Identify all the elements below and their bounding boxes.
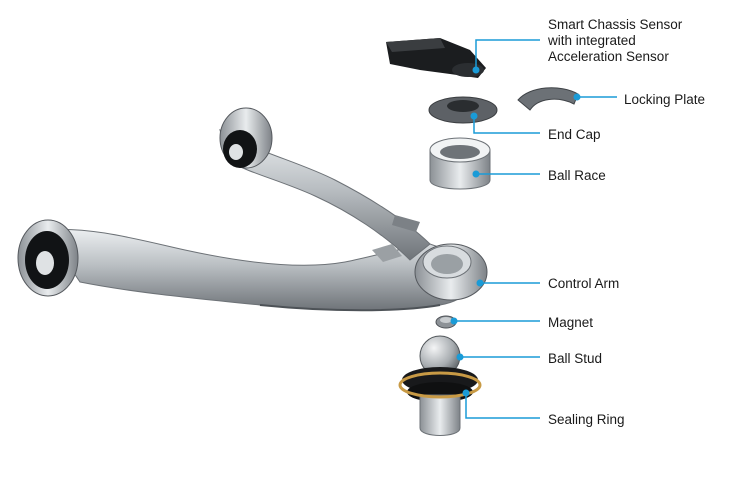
dot-ball-race: [472, 170, 480, 178]
control-arm: [17, 107, 488, 312]
leader-lines: [454, 39, 617, 419]
smart-chassis-sensor: [386, 38, 486, 78]
dot-control-arm: [476, 279, 484, 287]
dot-sealing-ring: [462, 389, 470, 397]
label-smart-chassis-sensor-line-1: Smart Chassis Sensor: [548, 17, 683, 32]
label-magnet: Magnet: [548, 315, 594, 330]
label-smart-chassis-sensor-line-3: Acceleration Sensor: [548, 49, 669, 64]
label-ball-stud: Ball Stud: [548, 351, 603, 366]
label-locking-plate: Locking Plate: [624, 92, 706, 107]
leader-smart-chassis-sensor: [475, 39, 540, 70]
leader-sealing-ring: [465, 393, 540, 419]
end-cap: [428, 96, 498, 124]
dot-ball-stud: [456, 353, 464, 361]
label-end-cap: End Cap: [548, 127, 601, 142]
dot-smart-chassis-sensor: [472, 66, 480, 74]
label-sealing-ring: Sealing Ring: [548, 412, 625, 427]
ball-stud: [402, 335, 478, 436]
ball-race: [429, 137, 491, 190]
leader-dots: [450, 66, 581, 397]
locking-plate: [517, 87, 579, 111]
leader-end-cap: [473, 116, 540, 134]
dot-end-cap: [470, 112, 478, 120]
dot-magnet: [450, 317, 458, 325]
sealing-ring: [398, 371, 482, 399]
label-ball-race: Ball Race: [548, 168, 606, 183]
label-control-arm: Control Arm: [548, 276, 620, 291]
label-smart-chassis-sensor: Smart Chassis Sensor with integrated Acc…: [548, 17, 682, 65]
magnet: [435, 315, 457, 329]
label-smart-chassis-sensor-line-2: with integrated: [548, 33, 636, 48]
dot-locking-plate: [573, 93, 581, 101]
